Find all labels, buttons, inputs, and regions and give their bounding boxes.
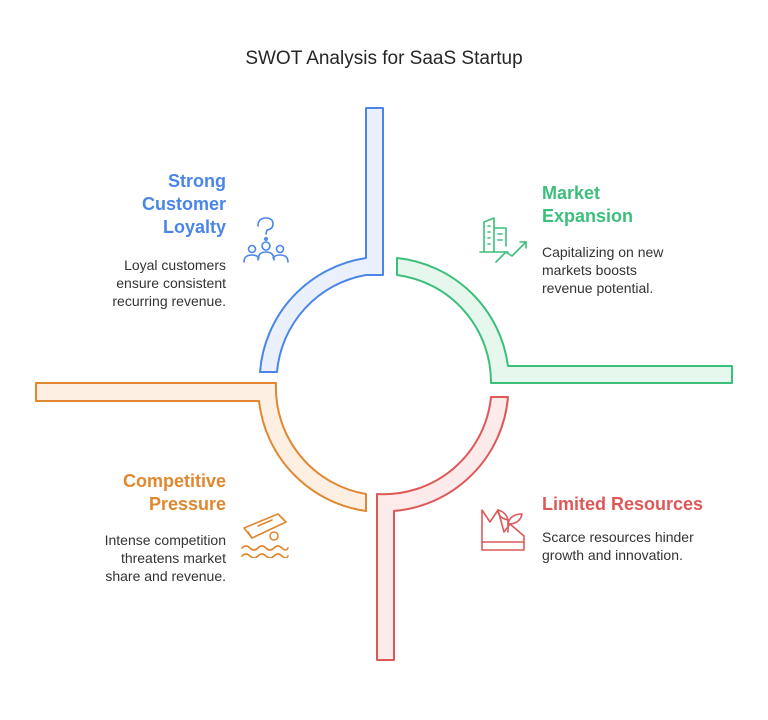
customer-group-icon [243, 217, 289, 263]
weaknesses-description: Scarce resources hinder growth and innov… [542, 529, 694, 563]
threats-title: Competitive Pressure [122, 471, 226, 514]
diagram-title: SWOT Analysis for SaaS Startup [245, 48, 523, 69]
threats-arc [35, 382, 367, 512]
strengths-arc [259, 107, 384, 373]
strengths-title: Strong Customer Loyalty [141, 171, 226, 237]
opportunities-description: Capitalizing on new markets boosts reven… [542, 244, 664, 296]
opportunities-arc [396, 257, 733, 384]
weaknesses-arc [376, 396, 509, 661]
threats-description: Intense competition threatens market sha… [104, 532, 226, 584]
strengths-description: Loyal customers ensure consistent recurr… [112, 257, 226, 309]
city-growth-icon [479, 217, 527, 263]
opportunities-title: Market Expansion [542, 183, 634, 226]
sinking-boat-icon [241, 513, 289, 558]
wilting-plant-icon [481, 509, 525, 551]
weaknesses-title: Limited Resources [542, 494, 704, 514]
